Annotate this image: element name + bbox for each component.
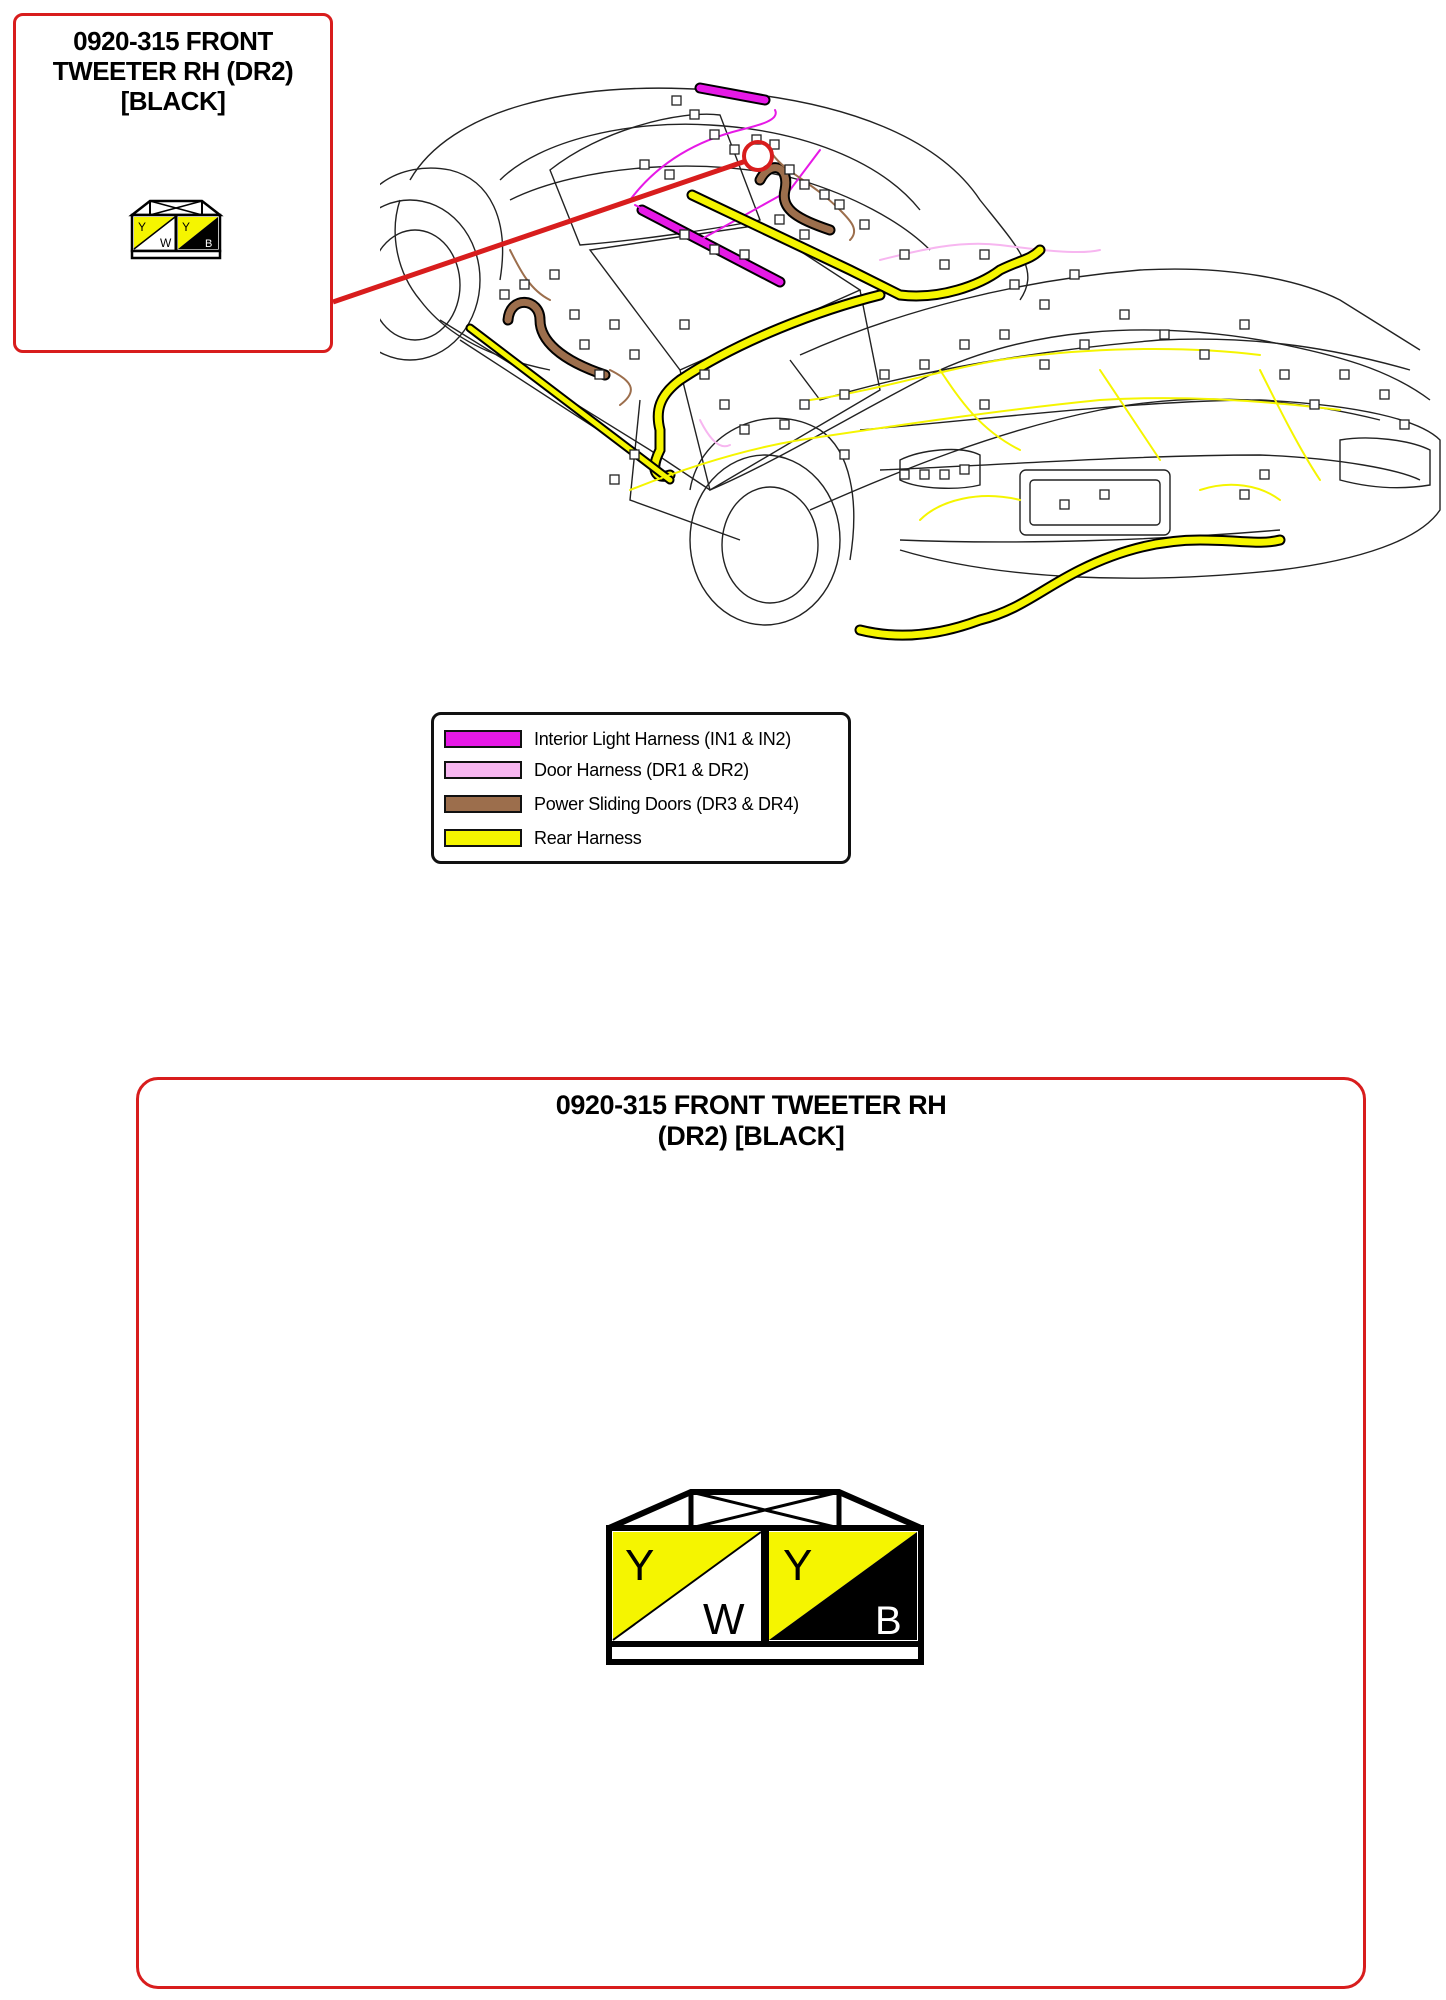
- pin-2-black-half: [178, 217, 218, 249]
- connector-face-large: Y W Y B: [606, 1489, 924, 1665]
- pin-1-top-label: Y: [138, 220, 146, 234]
- harness-routes: [465, 82, 1341, 641]
- legend-swatch-door: [444, 761, 522, 779]
- callout-title-line-3: [BLACK]: [120, 86, 226, 116]
- legend-swatch-sliding-doors: [444, 795, 522, 813]
- legend-swatch-interior-light: [444, 730, 522, 748]
- callout-title-line-2: TWEETER RH (DR2): [52, 56, 294, 86]
- callout-title-line-1: 0920-315 FRONT: [73, 26, 273, 56]
- harness-legend: Interior Light Harness (IN1 & IN2) Door …: [431, 712, 851, 864]
- pin-2-top-label: Y: [783, 1541, 812, 1590]
- legend-item-sliding-doors: Power Sliding Doors (DR3 & DR4): [444, 792, 799, 816]
- pin-2-bottom-label: B: [205, 238, 212, 250]
- pin-1-top-label: Y: [625, 1541, 654, 1590]
- pin-2-bottom-label: B: [875, 1599, 902, 1643]
- pin-1-bottom-label: W: [703, 1595, 745, 1644]
- detail-title-line-2: (DR2) [BLACK]: [657, 1121, 845, 1151]
- legend-item-interior-light: Interior Light Harness (IN1 & IN2): [444, 727, 791, 751]
- legend-item-door: Door Harness (DR1 & DR2): [444, 758, 749, 782]
- connector-detail-box: 0920-315 FRONT TWEETER RH (DR2) [BLACK] …: [136, 1077, 1366, 1989]
- pin-2-top-label: Y: [182, 220, 190, 234]
- vehicle-harness-illustration: [380, 82, 1441, 641]
- legend-label: Rear Harness: [534, 827, 642, 848]
- connector-location-marker: [742, 140, 774, 172]
- pin-1-bottom-label: W: [160, 236, 172, 250]
- legend-label: Door Harness (DR1 & DR2): [534, 759, 749, 780]
- legend-label: Power Sliding Doors (DR3 & DR4): [534, 793, 799, 814]
- car-body-outline: [380, 87, 1441, 626]
- legend-swatch-rear: [444, 829, 522, 847]
- legend-label: Interior Light Harness (IN1 & IN2): [534, 728, 791, 749]
- pin-2-black-half: [769, 1532, 917, 1640]
- detail-title: 0920-315 FRONT TWEETER RH (DR2) [BLACK]: [139, 1090, 1363, 1152]
- callout-title: 0920-315 FRONT TWEETER RH (DR2) [BLACK]: [16, 26, 330, 116]
- connector-face-small: Y W Y B: [128, 199, 224, 260]
- connector-markers: [499, 95, 1410, 510]
- detail-title-line-1: 0920-315 FRONT TWEETER RH: [555, 1090, 947, 1120]
- legend-item-rear: Rear Harness: [444, 826, 642, 850]
- connector-callout-box: 0920-315 FRONT TWEETER RH (DR2) [BLACK] …: [13, 13, 333, 353]
